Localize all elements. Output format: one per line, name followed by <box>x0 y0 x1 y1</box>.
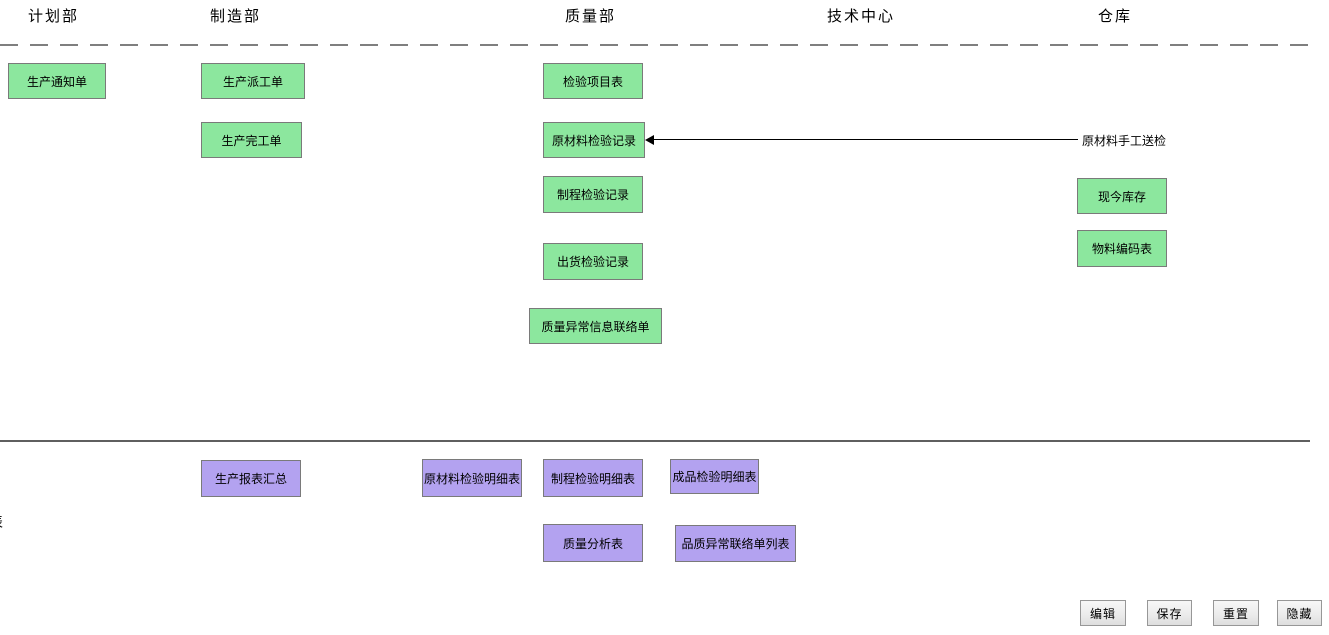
lane-header-planning: 计划部 <box>28 8 80 25</box>
box-process-inspection-detail[interactable]: 制程检验明细表 <box>543 459 643 497</box>
lane-header-tech-center: 技术中心 <box>827 8 896 25</box>
header-dashed-line <box>0 44 1316 46</box>
manual-submission-arrow-line <box>653 139 1078 140</box>
box-current-inventory[interactable]: 现今库存 <box>1077 178 1167 214</box>
box-raw-material-inspection-record[interactable]: 原材料检验记录 <box>543 122 645 158</box>
manual-submission-label: 原材料手工送检 <box>1082 134 1167 148</box>
box-inspection-items[interactable]: 检验项目表 <box>543 63 643 99</box>
box-production-notice[interactable]: 生产通知单 <box>8 63 106 99</box>
box-quality-analysis[interactable]: 质量分析表 <box>543 524 643 562</box>
box-quality-abnormal-contact[interactable]: 质量异常信息联络单 <box>529 308 662 344</box>
box-material-code-table[interactable]: 物料编码表 <box>1077 230 1167 267</box>
edit-button[interactable]: 编辑 <box>1080 600 1126 626</box>
reset-button[interactable]: 重置 <box>1213 600 1259 626</box>
hide-button[interactable]: 隐藏 <box>1277 600 1322 626</box>
box-finished-product-inspection-detail[interactable]: 成品检验明细表 <box>670 459 759 494</box>
section-divider-line <box>0 440 1310 442</box>
box-production-completion[interactable]: 生产完工单 <box>201 122 302 158</box>
clipped-edge-label: 表 <box>0 512 3 532</box>
box-raw-material-inspection-detail[interactable]: 原材料检验明细表 <box>422 459 522 497</box>
lane-header-manufacturing: 制造部 <box>210 8 262 25</box>
box-process-inspection-record[interactable]: 制程检验记录 <box>543 176 643 213</box>
box-shipment-inspection-record[interactable]: 出货检验记录 <box>543 243 643 280</box>
lane-header-quality: 质量部 <box>565 8 617 25</box>
lane-header-warehouse: 仓库 <box>1098 8 1133 25</box>
box-production-report-summary[interactable]: 生产报表汇总 <box>201 460 301 497</box>
arrow-head-left-icon <box>645 135 654 145</box>
box-quality-abnormal-contact-list[interactable]: 品质异常联络单列表 <box>675 525 796 562</box>
box-production-dispatch[interactable]: 生产派工单 <box>201 63 305 99</box>
save-button[interactable]: 保存 <box>1147 600 1192 626</box>
